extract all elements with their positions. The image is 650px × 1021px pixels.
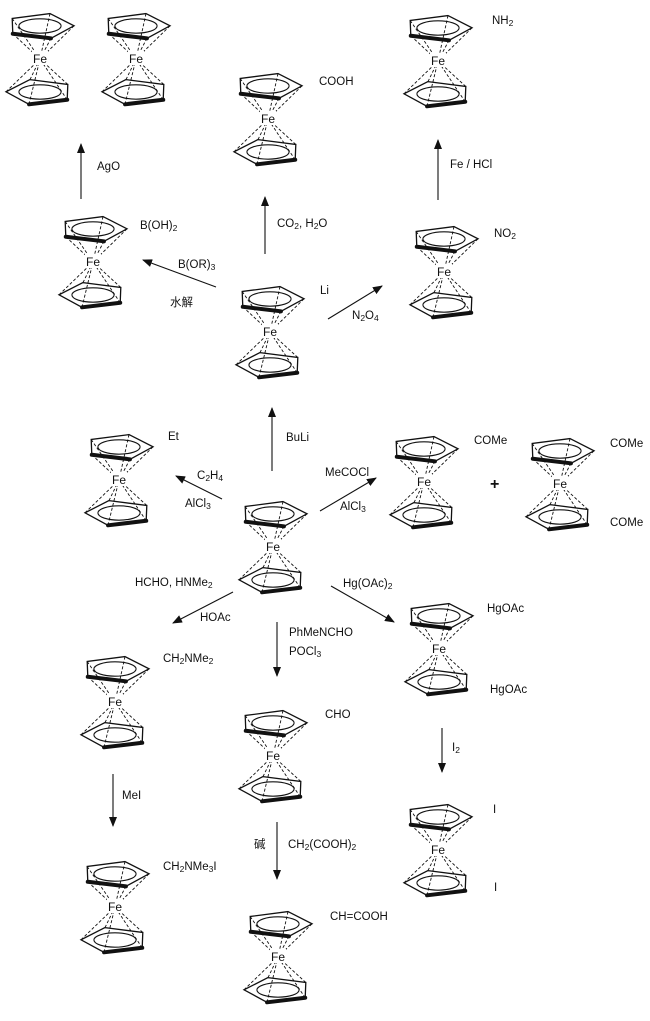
reagent-b-or3: B(OR)3 bbox=[178, 259, 216, 272]
reagent-hoac: HOAc bbox=[200, 612, 231, 624]
ferrocenecarboxylic-acid: Fe bbox=[228, 60, 348, 178]
reagent-ago: AgO bbox=[97, 161, 121, 173]
arrow-c2h4 bbox=[175, 475, 223, 500]
ferroceneboronic-acid: Fe bbox=[53, 203, 173, 321]
bis-acetoxymercuri-ferrocene: Fe bbox=[399, 590, 519, 708]
substituent-ch2nme2: CH2NMe2 bbox=[163, 653, 214, 666]
substituent-ch2nme3i: CH2NMe3I bbox=[163, 861, 217, 874]
reagent-phmencho: PhMeNCHO bbox=[289, 627, 353, 639]
metal-label: Fe bbox=[86, 255, 100, 269]
arrow-mecocl bbox=[319, 477, 377, 512]
reagent-hydrolysis: 水解 bbox=[170, 297, 193, 309]
reagent-hg-oac2: Hg(OAc)2 bbox=[343, 578, 393, 591]
metal-label: Fe bbox=[129, 52, 143, 66]
trimethylammoniomethylferrocene-iodide: Fe bbox=[75, 848, 195, 966]
reagent-pocl3: POCl3 bbox=[289, 646, 322, 659]
metal-label: Fe bbox=[108, 900, 122, 914]
metal-label: Fe bbox=[266, 749, 280, 763]
substituent-cooh: COOH bbox=[319, 76, 354, 88]
substituent-li: Li bbox=[320, 285, 329, 297]
reagent-alcl3-a: AlCl3 bbox=[185, 498, 211, 511]
metal-label: Fe bbox=[266, 540, 280, 554]
reagent-n2o4: N2O4 bbox=[352, 310, 379, 323]
reagent-ch2-cooh2: CH2(COOH)2 bbox=[288, 839, 357, 852]
arrow-mannich bbox=[172, 591, 234, 624]
metal-label: Fe bbox=[553, 477, 567, 491]
reagent-buli: BuLi bbox=[286, 432, 310, 444]
substituent-iodo-b: I bbox=[494, 882, 498, 894]
reagent-co2-h2o: CO2, H2O bbox=[277, 218, 328, 231]
substituent-et: Et bbox=[168, 431, 179, 443]
diiodoferrocene: Fe bbox=[398, 791, 518, 909]
ethylferrocene: Fe bbox=[79, 421, 199, 539]
substituent-come-2a: COMe bbox=[610, 438, 644, 450]
reagent-mei: MeI bbox=[122, 790, 142, 802]
biferrocenylene-right: Fe bbox=[96, 0, 216, 118]
aminoferrocene: Fe bbox=[398, 2, 518, 120]
metal-label: Fe bbox=[112, 473, 126, 487]
metal-label: Fe bbox=[33, 52, 47, 66]
metal-label: Fe bbox=[432, 642, 446, 656]
nitroferrocene: Fe bbox=[404, 213, 524, 331]
plus-sign: + bbox=[490, 476, 500, 493]
metal-label: Fe bbox=[263, 325, 277, 339]
reagent-hcho-hnme2: HCHO, HNMe2 bbox=[135, 577, 213, 590]
substituent-cho: CHO bbox=[325, 709, 351, 721]
reagent-c2h4: C2H4 bbox=[197, 470, 224, 483]
arrow-b-or3 bbox=[142, 259, 217, 288]
ferrocenylacrylic-acid: Fe bbox=[238, 898, 358, 1016]
acetylferrocene: Fe bbox=[384, 423, 504, 541]
reagent-base: 碱 bbox=[254, 839, 266, 851]
substituent-chcooh: CH=COOH bbox=[330, 911, 388, 923]
metal-label: Fe bbox=[108, 695, 122, 709]
biferrocenylene-left: Fe bbox=[0, 0, 120, 118]
metal-label: Fe bbox=[261, 112, 275, 126]
substituent-hgoac-a: HgOAc bbox=[487, 603, 525, 615]
substituent-boh2: B(OH)2 bbox=[140, 220, 178, 233]
reagent-i2: I2 bbox=[452, 742, 460, 755]
metal-label: Fe bbox=[431, 54, 445, 68]
substituent-no2: NO2 bbox=[494, 228, 516, 241]
substituent-come-2b: COMe bbox=[610, 517, 644, 529]
reagent-alcl3-b: AlCl3 bbox=[340, 501, 366, 514]
metal-label: Fe bbox=[271, 950, 285, 964]
lithioferrocene: Fe bbox=[230, 273, 350, 391]
metal-label: Fe bbox=[437, 265, 451, 279]
ferrocenecarboxaldehyde: Fe bbox=[233, 697, 353, 815]
substituent-iodo-a: I bbox=[493, 804, 497, 816]
substituent-come-1: COMe bbox=[474, 435, 508, 447]
arrow-n2o4 bbox=[327, 285, 383, 320]
ferrocene: Fe bbox=[233, 488, 353, 606]
metal-label: Fe bbox=[417, 475, 431, 489]
metal-label: Fe bbox=[431, 843, 445, 857]
arrow-mercuration bbox=[330, 585, 395, 623]
substituent-nh2: NH2 bbox=[492, 15, 514, 28]
reagent-fe-hcl: Fe / HCl bbox=[450, 159, 493, 171]
reagent-mecocl: MeCOCl bbox=[325, 467, 370, 479]
dimethylaminomethylferrocene: Fe bbox=[75, 643, 195, 761]
diacetylferrocene: Fe bbox=[520, 425, 640, 543]
substituent-hgoac-b: HgOAc bbox=[490, 684, 528, 696]
